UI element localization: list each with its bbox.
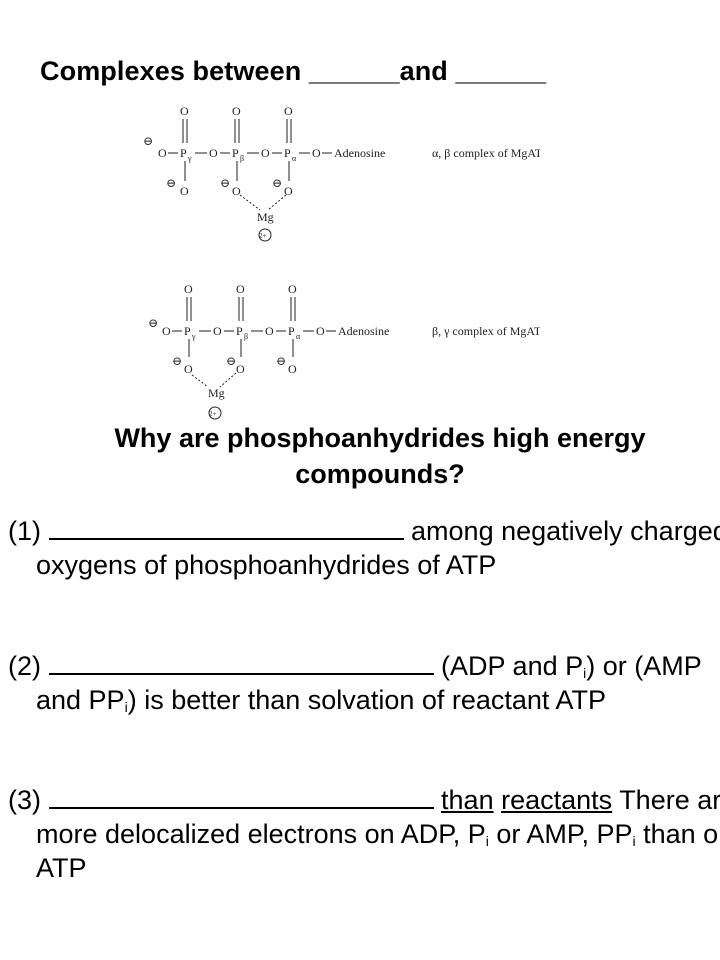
svg-text:O: O	[288, 362, 297, 376]
svg-text:O: O	[265, 324, 274, 338]
svg-text:P: P	[184, 324, 191, 338]
svg-text:P: P	[284, 146, 291, 160]
svg-text:P: P	[236, 324, 243, 338]
svg-text:O: O	[180, 184, 189, 198]
svg-text:P: P	[180, 146, 187, 160]
minus-charge: ⊖	[143, 134, 153, 148]
svg-text:O: O	[236, 362, 245, 376]
svg-text:O: O	[184, 282, 193, 296]
svg-text:γ: γ	[187, 154, 192, 163]
svg-text:O: O	[162, 324, 171, 338]
svg-text:O: O	[209, 146, 218, 160]
svg-text:α, β complex of MgATP: α, β complex of MgATP	[432, 146, 540, 160]
mgatp-structures: ⊖ O P γ O P β O P α O Adenosine α, β com…	[143, 104, 540, 420]
item-number: (1)	[8, 516, 41, 546]
answer-blank-3[interactable]	[48, 783, 434, 809]
svg-text:O: O	[261, 146, 270, 160]
svg-text:⊖: ⊖	[226, 354, 236, 368]
question-heading: Why are phosphoanhydrides high energy co…	[114, 423, 646, 489]
list-item-2: (2) (ADP and Pi) or (AMP and PPi) is bet…	[8, 649, 702, 715]
svg-text:2+: 2+	[209, 410, 217, 418]
svg-text:Mg: Mg	[208, 386, 225, 400]
svg-text:O: O	[236, 282, 245, 296]
underlined-word: than	[441, 785, 494, 815]
svg-text:O: O	[158, 146, 167, 160]
mgatp-complexes-figure: ⊖ O P γ O P β O P α O Adenosine α, β com…	[140, 95, 540, 425]
svg-text:Adenosine: Adenosine	[334, 146, 385, 160]
svg-text:O: O	[284, 184, 293, 198]
svg-text:P: P	[288, 324, 295, 338]
svg-text:Mg: Mg	[257, 210, 274, 224]
item-number: (2)	[8, 651, 41, 681]
svg-text:O: O	[312, 146, 321, 160]
item-number: (3)	[8, 785, 41, 815]
svg-text:⊖: ⊖	[172, 354, 182, 368]
svg-text:⊖: ⊖	[148, 316, 158, 330]
svg-text:P: P	[232, 146, 239, 160]
svg-text:O: O	[232, 104, 241, 118]
svg-text:α: α	[292, 154, 297, 163]
svg-text:O: O	[213, 324, 222, 338]
svg-text:β: β	[244, 332, 248, 341]
svg-text:β, γ complex of MgATP: β, γ complex of MgATP	[432, 324, 540, 338]
answer-blank-1[interactable]	[48, 514, 404, 540]
svg-text:2+: 2+	[259, 232, 267, 240]
svg-text:O: O	[184, 362, 193, 376]
slide-title: Complexes between ______and ______	[40, 56, 547, 86]
svg-text:⊖: ⊖	[166, 176, 176, 190]
svg-text:O: O	[232, 184, 241, 198]
svg-text:⊖: ⊖	[276, 354, 286, 368]
svg-text:Adenosine: Adenosine	[338, 324, 389, 338]
svg-text:⊖: ⊖	[272, 176, 282, 190]
svg-text:O: O	[180, 104, 189, 118]
svg-text:O: O	[288, 282, 297, 296]
answer-blank-2[interactable]	[48, 649, 434, 675]
svg-text:γ: γ	[191, 332, 196, 341]
list-item-1: (1) among negatively charged oxygens of …	[8, 514, 720, 582]
svg-text:O: O	[284, 104, 293, 118]
list-item-3: (3) than reactants There are more deloca…	[8, 783, 720, 883]
svg-text:⊖: ⊖	[220, 176, 230, 190]
svg-text:β: β	[240, 154, 244, 163]
underlined-word: reactants	[501, 785, 613, 815]
item-text: among negatively charged oxygens of phos…	[36, 516, 720, 580]
complex-alpha-beta: ⊖ O P γ O P β O P α O Adenosine α, β com…	[143, 104, 540, 242]
svg-text:O: O	[316, 324, 325, 338]
svg-text:α: α	[296, 332, 301, 341]
complex-beta-gamma: ⊖ O P γ O P β O P α O Adenosine β, γ com…	[148, 282, 540, 420]
